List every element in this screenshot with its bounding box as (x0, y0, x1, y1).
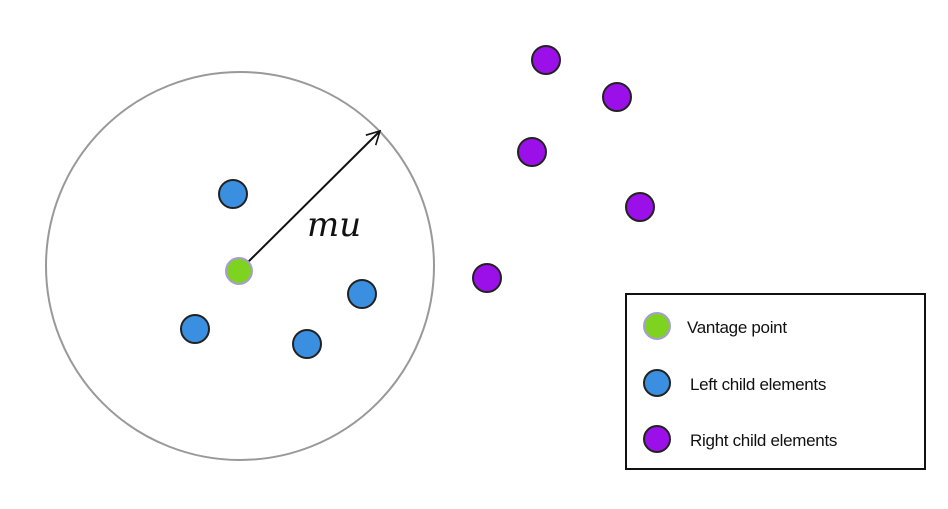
left-child-point (218, 179, 248, 209)
radius-arrow (239, 129, 382, 271)
right-child-point (531, 45, 561, 75)
legend-left-label: Left child elements (690, 375, 826, 394)
right-child-point (625, 192, 655, 222)
legend-right-label: Right child elements (690, 431, 837, 450)
legend-box (625, 293, 926, 470)
vantage-point (225, 257, 253, 285)
left-child-point (347, 279, 377, 309)
radius-label: mu (307, 205, 361, 245)
legend-left-swatch (643, 369, 671, 397)
right-child-point (602, 82, 632, 112)
left-child-point (292, 329, 322, 359)
legend-right-swatch (643, 425, 671, 453)
legend-vantage-swatch (643, 312, 671, 340)
legend: Vantage point Left child elements Right … (625, 293, 926, 470)
right-child-point (472, 263, 502, 293)
left-child-point (180, 314, 210, 344)
partition-circle (45, 71, 435, 461)
legend-vantage-label: Vantage point (687, 318, 787, 337)
right-child-point (517, 137, 547, 167)
